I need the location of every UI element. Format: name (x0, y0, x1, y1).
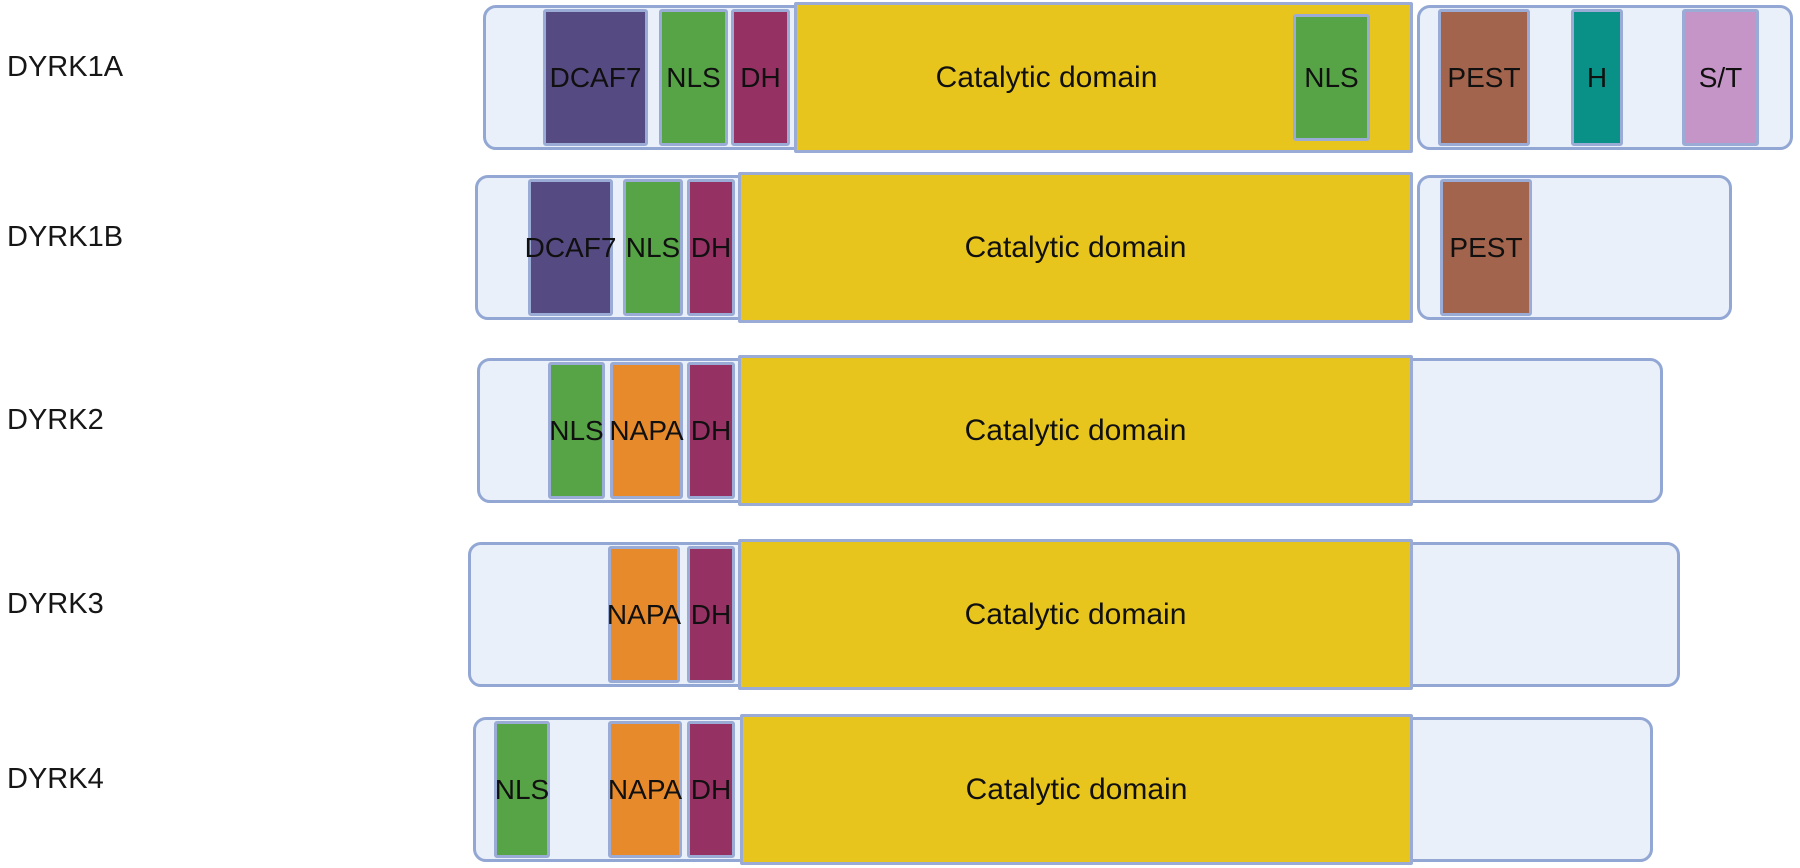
protein-row-dyrk1b (0, 175, 1800, 320)
domain-box-napa: NAPA (606, 546, 682, 683)
domain-label-catalytic-domain: Catalytic domain (935, 60, 1158, 94)
protein-row-dyrk2 (0, 358, 1800, 503)
domain-label-s-t: S/T (1698, 61, 1743, 93)
protein-row-dyrk1a (0, 5, 1800, 150)
domain-box-nls: NLS (494, 721, 550, 858)
domain-label-catalytic-domain: Catalytic domain (964, 230, 1187, 264)
domain-label-catalytic-domain: Catalytic domain (964, 413, 1187, 447)
domain-box-catalytic-domain: Catalytic domain (740, 714, 1413, 865)
domain-label-pest: PEST (1447, 61, 1521, 93)
domain-box-napa: NAPA (609, 362, 684, 499)
domain-label-dh: DH (690, 414, 732, 446)
domain-label-catalytic-domain: Catalytic domain (964, 597, 1187, 631)
domain-label-nls: NLS (666, 61, 721, 93)
domain-label-dh: DH (690, 598, 732, 630)
domain-label-h: H (1586, 61, 1608, 93)
row-label-dyrk2: DYRK2 (7, 404, 104, 436)
row-label-dyrk4: DYRK4 (7, 763, 104, 795)
domain-box-s-t: S/T (1682, 9, 1759, 146)
domain-box-catalytic-domain: Catalytic domain (738, 539, 1413, 690)
protein-row-dyrk4 (0, 717, 1800, 862)
domain-box-dcaf7: DCAF7 (525, 179, 616, 316)
domain-label-nls: NLS (494, 773, 550, 805)
row-label-dyrk1a: DYRK1A (7, 51, 124, 83)
domain-label-nls: NLS (1304, 61, 1359, 93)
row-label-dyrk3: DYRK3 (7, 588, 104, 620)
domain-box-dcaf7: DCAF7 (543, 9, 648, 146)
domain-label-nls: NLS (625, 231, 681, 263)
domain-label-catalytic-domain: Catalytic domain (965, 772, 1188, 806)
domain-label-napa: NAPA (609, 414, 684, 446)
domain-box-dh: DH (687, 362, 735, 499)
domain-label-dh: DH (740, 61, 781, 93)
domain-label-napa: NAPA (606, 598, 682, 630)
domain-box-pest: PEST (1440, 179, 1532, 316)
domain-label-dh: DH (690, 773, 732, 805)
domain-label-dh: DH (690, 231, 732, 263)
domain-box-napa: NAPA (608, 721, 682, 858)
domain-box-catalytic-domain: Catalytic domain (738, 172, 1413, 323)
domain-label-pest: PEST (1449, 231, 1523, 263)
domain-box-nls: NLS (623, 179, 683, 316)
domain-label-napa: NAPA (607, 773, 683, 805)
domain-box-pest: PEST (1438, 9, 1530, 146)
catalytic-text-region: Catalytic domain (797, 5, 1296, 150)
domain-box-dh: DH (687, 721, 735, 858)
domain-box-nls: NLS (659, 9, 728, 146)
domain-box-dh: DH (687, 179, 735, 316)
domain-box-nls: NLS (548, 362, 605, 499)
domain-label-dcaf7: DCAF7 (549, 61, 642, 93)
domain-box-dh: DH (687, 546, 735, 683)
domain-box-dh: DH (731, 9, 790, 146)
domain-box-catalytic-domain: Catalytic domain (738, 355, 1413, 506)
domain-box-nls-embedded: NLS (1293, 14, 1370, 141)
domain-label-nls: NLS (549, 414, 604, 446)
row-label-dyrk1b: DYRK1B (7, 221, 124, 253)
domain-label-dcaf7: DCAF7 (524, 231, 617, 263)
protein-row-dyrk3 (0, 542, 1800, 687)
domain-box-h: H (1571, 9, 1623, 146)
